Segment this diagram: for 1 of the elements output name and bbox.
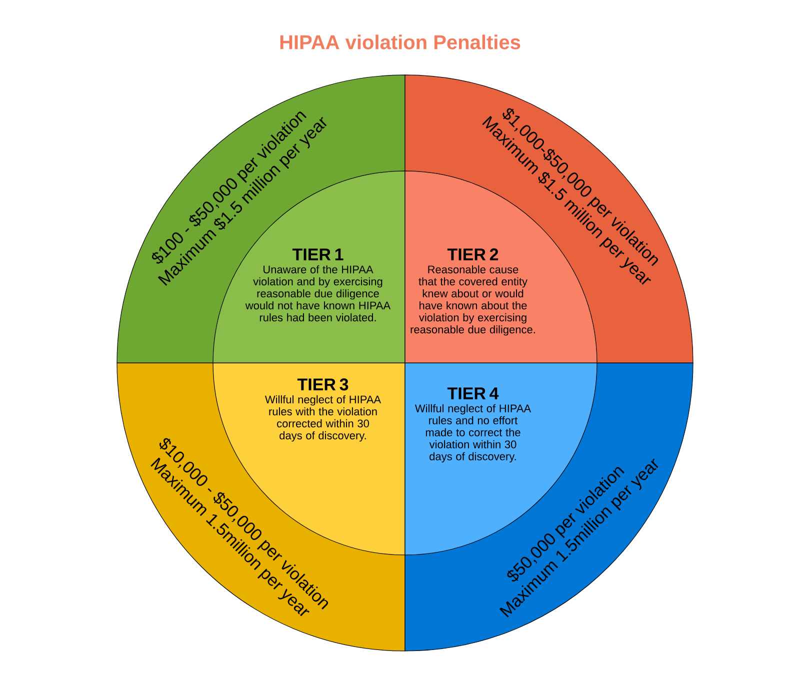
title: HIPAA violation Penalties <box>280 34 520 50</box>
